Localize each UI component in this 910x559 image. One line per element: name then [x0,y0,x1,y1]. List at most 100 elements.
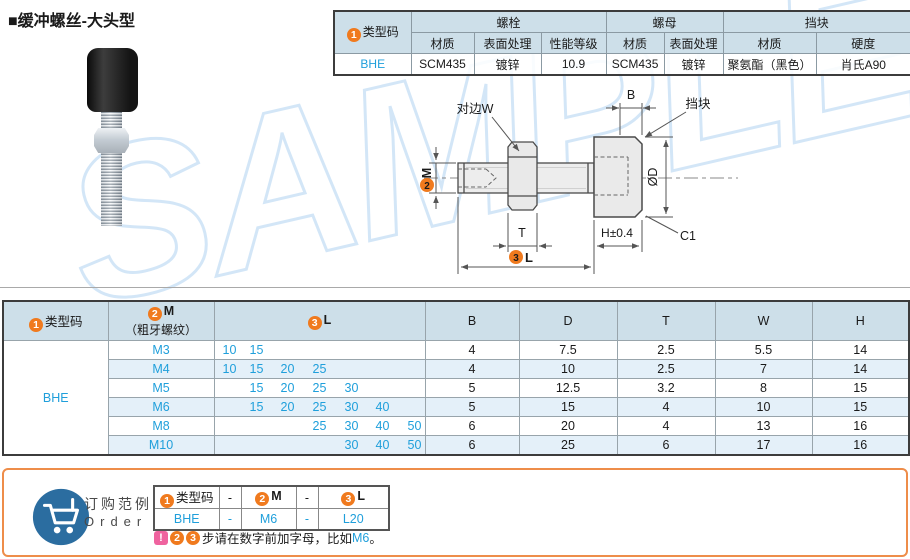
w-cell: 7 [714,359,813,379]
svg-text:L: L [525,250,533,265]
spec-sub-header: 表面处理 [663,32,724,54]
order-dash: - [218,485,242,509]
dim-col-t: T [616,300,716,341]
d-cell: 12.5 [518,378,618,398]
circle-1-icon: 1 [346,28,361,42]
l-value: 10 [222,362,237,376]
note-text: 步请在数字前加字母，比如 [202,532,353,546]
order-l-label: L [357,489,366,503]
d-cell: 15 [518,397,618,417]
l-value: 40 [375,400,390,414]
h-cell: 16 [811,435,910,456]
spec-value: 镀锌 [473,53,542,76]
circle-2-icon: 2 [147,307,162,321]
dim-col-h: H [811,300,910,341]
l-value: 50 [407,419,422,433]
note-period: 。 [369,532,382,546]
spec-sub-header: 材质 [722,32,817,54]
note-code-example: M6 [352,530,370,545]
label-c1: C1 [680,229,696,243]
spec-sub-header: 表面处理 [473,32,542,54]
d-cell: 7.5 [518,340,618,360]
order-dash: - [218,508,242,531]
dim-m-label: M [163,304,175,318]
w-cell: 5.5 [714,340,813,360]
b-cell: 6 [424,435,520,456]
order-value-m: M6 [240,508,297,531]
h-cell: 14 [811,340,910,360]
w-cell: 17 [714,435,813,456]
b-cell: 6 [424,416,520,436]
l-value: 15 [249,362,264,376]
spec-sub-header: 硬度 [815,32,910,54]
spec-type-code-label: 类型码 [362,25,399,39]
dimension-lines [429,103,687,274]
stopper-block [593,136,643,218]
l-value: 25 [312,400,327,414]
l-lengths-cell: 10 15 [213,340,426,360]
l-value: 10 [222,343,237,357]
technical-drawing: 对边W B 挡块 ØD H±0.4 C1 T 2 M 3 L [420,88,738,274]
h-cell: 15 [811,397,910,417]
l-value: 30 [344,400,359,414]
m-size-cell: M8 [107,416,215,436]
section-divider [0,287,910,288]
t-cell: 2.5 [616,359,716,379]
m-size-cell: M4 [107,359,215,379]
spec-group-nut: 螺母 [605,10,724,33]
order-note: ! 2 3 步请在数字前加字母，比如 M6 。 [154,528,382,547]
hex-nut [507,141,538,211]
m-size-cell: M10 [107,435,215,456]
l-value: 25 [312,419,327,433]
spec-value: 聚氨酯（黑色） [722,53,817,76]
t-cell: 4 [616,397,716,417]
circle-3-icon: 3 [186,530,200,545]
page-title: ■缓冲螺丝-大头型 [8,13,135,30]
b-cell: 4 [424,359,520,379]
l-value: 40 [375,438,390,452]
label-diameter-d: ØD [646,168,660,187]
l-value: 20 [280,400,295,414]
d-cell: 10 [518,359,618,379]
type-code-cell: BHE [2,340,109,456]
spec-value: 镀锌 [663,53,724,76]
l-value: 30 [344,419,359,433]
l-value: 15 [249,400,264,414]
order-dash: - [295,508,319,531]
dim-col-w: W [714,300,813,341]
m-size-cell: M3 [107,340,215,360]
spec-type-code-value: BHE [333,53,412,76]
circle-3-icon: 3 [307,315,322,330]
w-cell: 8 [714,378,813,398]
l-value: 20 [280,362,295,376]
order-type-code-label: 类型码 [175,491,214,505]
alert-icon: ! [154,530,168,545]
order-title-en: Order [84,514,148,529]
dim-l-label: L [323,312,332,327]
order-title-cn: 订购范例 [84,496,152,512]
spec-value: 肖氏A90 [815,53,910,76]
l-value: 40 [375,419,390,433]
label-t: T [518,226,526,240]
order-value-type-code: BHE [153,508,220,531]
l-value: 15 [249,343,264,357]
svg-text:M: M [420,168,434,178]
label-h: H±0.4 [601,226,633,240]
label-b: B [627,88,635,102]
l-value: 20 [280,381,295,395]
label-block: 挡块 [685,97,711,111]
b-cell: 5 [424,378,520,398]
l-value: 30 [344,381,359,395]
